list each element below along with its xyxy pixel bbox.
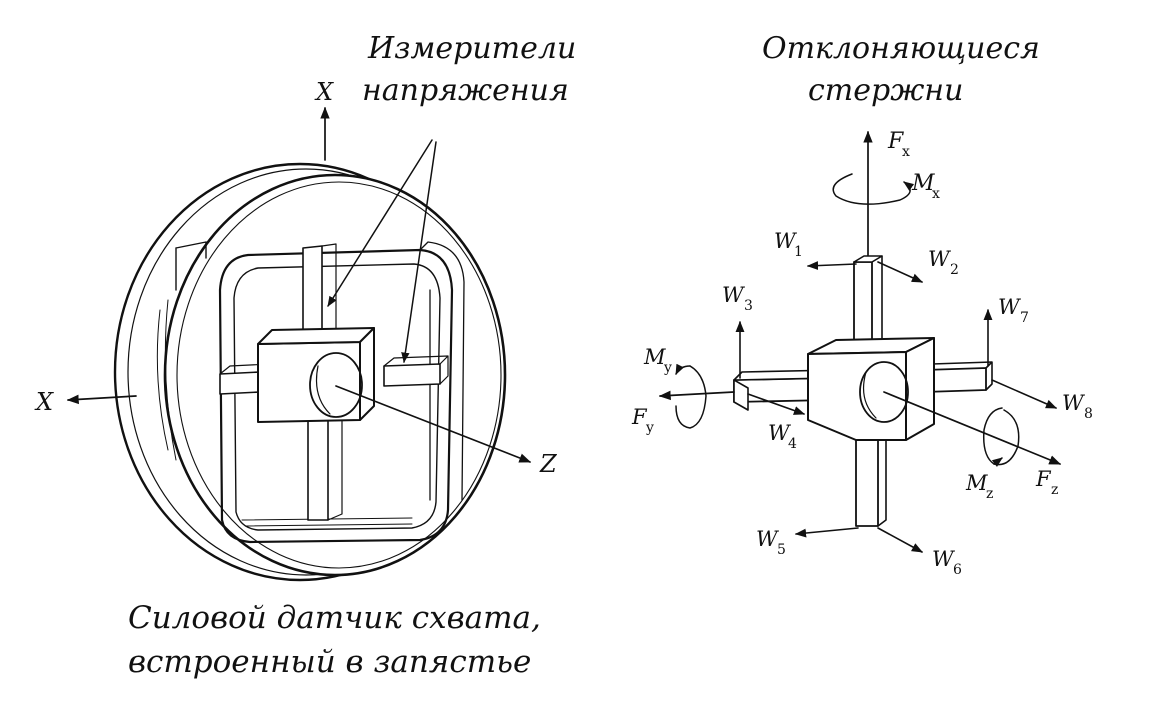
label-w5: W 5	[756, 527, 786, 558]
label-w1-sub: 1	[794, 244, 803, 260]
cube-bore	[309, 352, 363, 418]
strain-gauges-label-line1: Измерители	[367, 31, 576, 66]
axis-x-left-label: X	[34, 388, 54, 416]
label-mx-sub: x	[932, 186, 940, 202]
label-fz-main: F	[1035, 467, 1052, 491]
mz-rotation	[982, 407, 1020, 466]
label-w1-main: W	[774, 229, 798, 253]
w8-arrow	[991, 379, 1058, 409]
label-w4: W 4	[768, 421, 797, 452]
strain-gauges-label-line2: напряжения	[362, 73, 569, 108]
label-my: M y	[643, 345, 672, 376]
wrist-force-sensor: X X Z Измерители напряжения Силовой датч…	[34, 31, 576, 680]
fz-arrow	[883, 391, 1062, 465]
label-fx-main: F	[887, 129, 904, 154]
label-mz-main: M	[965, 471, 988, 495]
label-w8: W 8	[1062, 391, 1093, 422]
label-w3: W 3	[722, 283, 753, 314]
label-fy-sub: y	[645, 420, 654, 436]
label-w2-main: W	[928, 247, 952, 271]
w2-arrow	[877, 261, 924, 283]
label-fz: F z	[1035, 467, 1058, 498]
label-my-sub: y	[663, 360, 672, 376]
sensor-disc-bevel	[176, 181, 502, 569]
label-fz-sub: z	[1051, 482, 1058, 498]
label-fy-main: F	[631, 405, 648, 429]
label-mx: M x	[911, 171, 940, 202]
label-w2-sub: 2	[950, 262, 959, 278]
caption-line2: встроенный в запястье	[128, 644, 531, 680]
axis-z-label: Z	[539, 450, 558, 478]
label-mx-main: M	[911, 171, 935, 196]
label-w4-main: W	[768, 421, 792, 445]
label-w5-sub: 5	[777, 542, 786, 558]
axis-z	[335, 385, 532, 463]
sensor-window-outer	[218, 248, 454, 544]
label-w4-sub: 4	[788, 436, 797, 452]
label-mz: M z	[965, 471, 993, 502]
label-fx: F x	[887, 129, 910, 160]
fy-arrow	[658, 390, 735, 401]
label-mz-sub: z	[986, 486, 993, 502]
label-w6: W 6	[932, 547, 962, 578]
label-w7-sub: 7	[1020, 310, 1029, 326]
my-rotation	[675, 365, 707, 429]
label-w1: W 1	[774, 229, 803, 260]
w5-arrow	[794, 527, 859, 538]
label-w5-main: W	[756, 527, 780, 551]
caption-line1: Силовой датчик схвата,	[128, 600, 541, 636]
w6-arrow	[877, 527, 923, 553]
w1-arrow	[806, 261, 857, 271]
w4-arrow	[747, 393, 806, 415]
label-w8-sub: 8	[1084, 406, 1093, 422]
label-w3-main: W	[722, 283, 746, 307]
label-fy: F y	[631, 405, 654, 436]
label-my-main: M	[643, 345, 666, 369]
label-w6-main: W	[932, 547, 956, 571]
axis-x-left	[66, 394, 137, 405]
label-w7-main: W	[998, 295, 1022, 319]
deflecting-beams-diagram: Отклоняющиеся стержни	[631, 31, 1093, 578]
beams-cube-bore	[859, 361, 909, 423]
label-w3-sub: 3	[744, 298, 753, 314]
label-w2: W 2	[928, 247, 959, 278]
axis-x-top-label: X	[314, 78, 334, 106]
label-w6-sub: 6	[953, 562, 962, 578]
sensor-window-inner	[233, 263, 441, 531]
beams-title-line2: стержни	[808, 73, 963, 108]
label-fx-sub: x	[902, 144, 910, 160]
label-w7: W 7	[998, 295, 1029, 326]
beams-title-line1: Отклоняющиеся	[762, 31, 1040, 66]
label-w8-main: W	[1062, 391, 1086, 415]
mx-rotation	[832, 173, 915, 205]
